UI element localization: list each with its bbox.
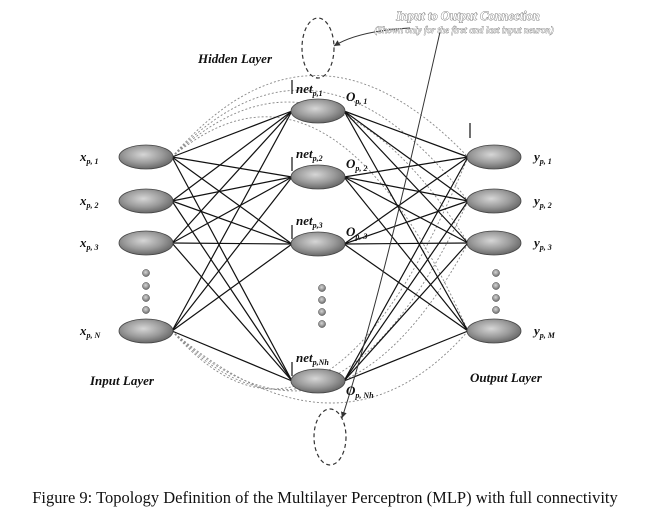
input-hidden-connection	[171, 200, 293, 245]
input-neuron-label: xp, N	[79, 323, 102, 340]
hidden-output-connection	[343, 200, 469, 245]
hidden-net-label: netp,3	[296, 213, 323, 230]
input-neuron	[118, 230, 174, 256]
continuation-dots	[142, 269, 500, 328]
continuation-dot	[492, 269, 500, 277]
input-hidden-connection	[171, 176, 293, 202]
output-layer-title: Output Layer	[470, 370, 543, 385]
hidden-output-connection	[343, 176, 469, 332]
continuation-dot	[318, 308, 326, 316]
annotation-arrow-top	[333, 27, 411, 47]
input-hidden-connection	[171, 176, 293, 244]
input-layer-title: Input Layer	[89, 373, 155, 388]
hidden-output-label: Op, 2	[346, 156, 367, 173]
first-input-output-connection	[171, 89, 469, 202]
continuation-dot	[142, 269, 150, 277]
input-hidden-connection	[171, 156, 293, 245]
bottom-connection-highlight	[313, 408, 347, 466]
continuation-dot	[318, 284, 326, 292]
figure-caption: Figure 9: Topology Definition of the Mul…	[32, 488, 618, 507]
hidden-output-connection	[343, 242, 469, 245]
input-neuron-label: xp, 1	[79, 149, 99, 166]
top-connection-highlight	[301, 17, 335, 79]
hidden-output-connection	[343, 242, 469, 382]
input-hidden-connection	[171, 242, 293, 245]
input-neuron-label: xp, 3	[79, 235, 99, 252]
neuron-labels: xp, 1 xp, 2 xp, 3 xp, N yp, 1 yp, 2 yp, 3 yp, M…	[79, 81, 556, 400]
input-hidden-connection	[171, 176, 293, 332]
hidden-neuron	[290, 98, 346, 124]
hidden-output-connection	[343, 330, 469, 382]
neurons	[118, 98, 522, 394]
input-hidden-connection	[171, 243, 293, 332]
layer-connections	[171, 110, 469, 382]
hidden-neuron	[290, 368, 346, 394]
continuation-dot	[318, 296, 326, 304]
input-hidden-connection	[171, 200, 293, 382]
input-hidden-connection	[171, 156, 293, 178]
output-neuron	[466, 230, 522, 256]
output-neuron	[466, 144, 522, 170]
input-hidden-connection	[171, 156, 293, 382]
output-neuron-label: yp, M	[532, 323, 556, 340]
hidden-output-connection	[343, 110, 469, 202]
continuation-dot	[492, 306, 500, 314]
output-neuron	[466, 188, 522, 214]
hidden-net-label: netp,2	[296, 146, 323, 163]
output-neuron	[466, 318, 522, 344]
input-neuron-label: xp, 2	[79, 193, 99, 210]
continuation-dot	[142, 294, 150, 302]
continuation-dot	[142, 306, 150, 314]
hidden-output-connection	[343, 110, 469, 244]
continuation-dot	[492, 294, 500, 302]
input-neuron	[118, 188, 174, 214]
hidden-neuron	[290, 164, 346, 190]
hidden-output-connection	[343, 110, 469, 332]
hidden-output-label: Op, Nh	[346, 383, 374, 400]
hidden-layer-title: Hidden Layer	[197, 51, 273, 66]
input-hidden-connection	[171, 110, 293, 332]
input-neuron	[118, 144, 174, 170]
hidden-output-connection	[343, 156, 469, 245]
output-neuron-label: yp, 3	[532, 235, 552, 252]
hidden-output-connection	[343, 156, 469, 382]
hidden-output-connection	[343, 110, 469, 158]
continuation-dot	[318, 320, 326, 328]
continuation-dot	[142, 282, 150, 290]
input-hidden-connection	[171, 110, 293, 158]
hidden-net-label: netp,Nh	[296, 350, 329, 367]
hidden-output-label: Op, 1	[346, 89, 367, 106]
input-hidden-connection	[171, 110, 293, 244]
hidden-output-connection	[343, 200, 469, 382]
hidden-output-label: Op, 3	[346, 224, 367, 241]
annotation-arrow-bottom	[340, 31, 441, 419]
continuation-dot	[492, 282, 500, 290]
hidden-output-connection	[343, 243, 469, 332]
hidden-output-connection	[343, 156, 469, 178]
output-neuron-label: yp, 2	[532, 193, 552, 210]
output-neuron-label: yp, 1	[532, 149, 552, 166]
annotation-subtitle: (Shown only for the first and last input…	[374, 25, 553, 36]
hidden-neuron	[290, 231, 346, 257]
first-input-output-connection	[171, 75, 469, 158]
input-hidden-connection	[171, 330, 293, 382]
input-neuron	[118, 318, 174, 344]
last-input-output-connection	[171, 156, 469, 390]
annotation-title: Input to Output Connection	[395, 9, 539, 23]
input-hidden-connection	[171, 110, 293, 202]
hidden-net-label: netp,1	[296, 81, 323, 98]
input-hidden-connection	[171, 242, 293, 382]
hidden-output-connection	[343, 176, 469, 202]
